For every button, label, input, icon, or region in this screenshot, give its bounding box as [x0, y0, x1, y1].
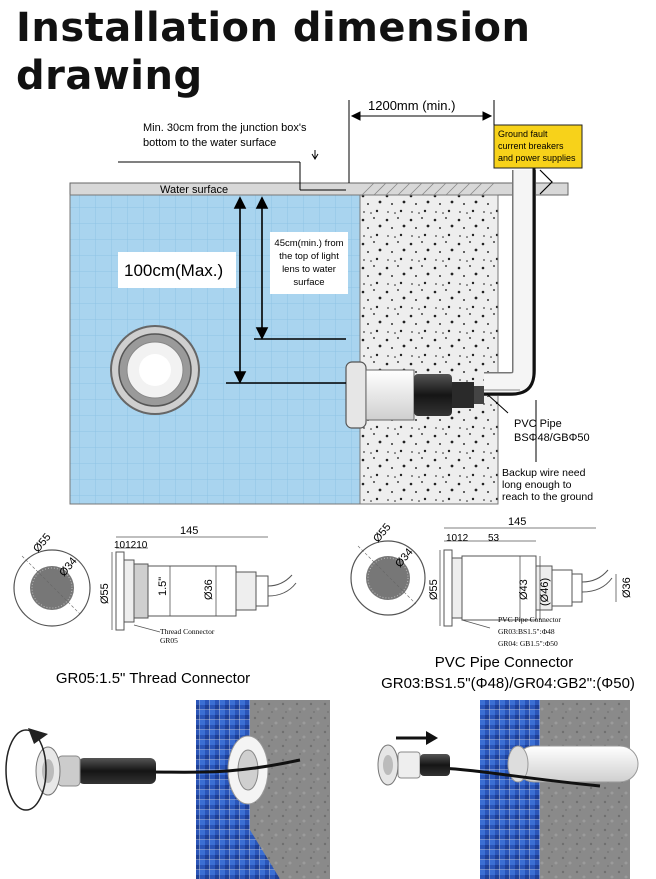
distance-label: 1200mm (min.): [368, 98, 455, 113]
lens-note-3: lens to water: [282, 264, 336, 275]
left-thread: 1.5": [157, 577, 169, 596]
pvc-pipe-label-1: PVC Pipe: [514, 418, 562, 430]
breaker-line-2: current breakers: [498, 141, 564, 151]
left-connector-note-2: GR05: [160, 636, 178, 645]
right-connector-note-3: GR04: GB1.5":Φ50: [498, 639, 558, 648]
depth-dimensions: [226, 196, 346, 384]
left-side-dia: Ø55: [99, 583, 111, 604]
junction-leader: [118, 150, 346, 191]
right-connector-note-2: GR03:BS1.5":Φ48: [498, 627, 555, 636]
pool-deck: [69, 182, 569, 196]
junction-note-line-2: bottom to the water surface: [143, 137, 276, 149]
left-connector-note-1: Thread Connector: [160, 627, 215, 636]
left-install-illustration: [5, 700, 330, 879]
backup-wire-1: Backup wire need: [502, 467, 586, 479]
right-connector-note-1: PVC Pipe Connector: [498, 615, 561, 624]
pool-light: [110, 325, 200, 415]
right-side-dia: Ø55: [428, 579, 440, 600]
lens-note-2: the top of light: [279, 251, 339, 262]
left-dims-top: 101210: [114, 540, 148, 551]
pool-wall: [359, 194, 499, 505]
backup-wire-3: reach to the ground: [502, 491, 593, 503]
right-body-dia: Ø36: [621, 577, 633, 598]
max-depth-box: [118, 252, 236, 288]
right-caption-1: PVC Pipe Connector: [435, 654, 573, 671]
breaker-line-3: and power supplies: [498, 153, 576, 163]
left-side-view: [115, 551, 297, 631]
light-housing: [345, 361, 484, 429]
lens-note-4: surface: [293, 277, 324, 288]
left-length: 145: [180, 525, 198, 537]
right-caption-2: GR03:BS1.5"(Φ48)/GR04:GB2":(Φ50): [381, 675, 635, 692]
right-pipe-dia-a: Ø43: [518, 579, 530, 600]
pvc-pipe: [484, 168, 536, 396]
deck-hatch: [361, 182, 495, 196]
page-title: Installation dimension drawing: [16, 5, 531, 99]
water-surface-label: Water surface: [160, 184, 228, 196]
max-depth-label: 100cm(Max.): [124, 261, 223, 280]
left-caption: GR05:1.5" Thread Connector: [56, 670, 250, 687]
pvc-pipe-label-2: BSΦ48/GBΦ50: [514, 432, 590, 444]
left-body-dia: Ø36: [203, 579, 215, 600]
left-front-view: [13, 549, 91, 627]
right-dims-b: 53: [488, 533, 500, 544]
right-dims-a: 1012: [446, 533, 469, 544]
backup-wire-2: long enough to: [502, 479, 572, 491]
right-pipe-dia-b: (Ø46): [539, 578, 551, 606]
right-dim-lines: [439, 527, 617, 629]
lens-note-box: [270, 232, 348, 294]
right-install-illustration: [377, 700, 639, 879]
lens-note-1: 45cm(min.) from: [274, 238, 343, 249]
right-length: 145: [508, 516, 526, 528]
breaker-box: [493, 124, 583, 169]
breaker-line-1: Ground fault: [498, 129, 548, 139]
junction-note-line-1: Min. 30cm from the junction box's: [143, 122, 307, 134]
right-front-view: [350, 540, 426, 616]
left-dim-lines: [111, 536, 268, 633]
distance-dimension: [348, 100, 495, 183]
